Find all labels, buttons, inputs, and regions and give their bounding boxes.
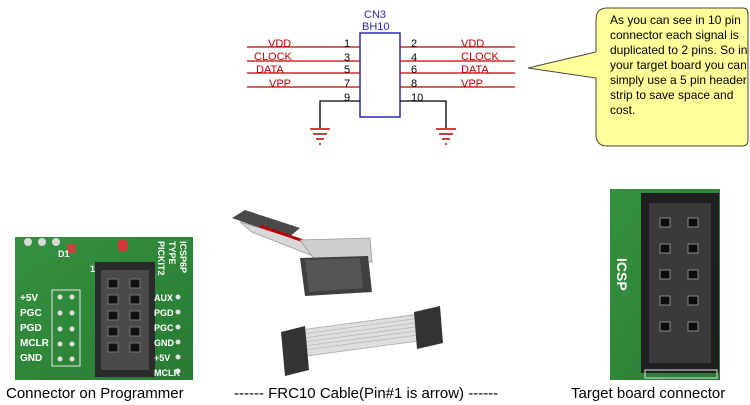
silk-right-gnd: GND xyxy=(154,338,174,348)
silk-d1: D1 xyxy=(58,249,70,259)
pin-number-6: 6 xyxy=(411,64,418,76)
silk-icsp: ICSP xyxy=(614,258,630,291)
target-board-photo xyxy=(610,189,720,380)
silk-pin1: 1 xyxy=(90,264,96,274)
pin-number-4: 4 xyxy=(411,52,418,64)
silk-left-pgc: PGC xyxy=(20,308,42,319)
signal-label-right-8: VPP xyxy=(461,78,484,90)
silk-left-pgd: PGD xyxy=(20,323,42,334)
silk-left-gnd: GND xyxy=(20,353,43,364)
pin-number-3: 3 xyxy=(344,52,351,64)
pin-number-8: 8 xyxy=(411,78,418,90)
connector-body xyxy=(359,32,401,118)
ground-symbol-right xyxy=(436,128,456,145)
pin-number-2: 2 xyxy=(411,38,418,50)
signal-label-left-7: VPP xyxy=(269,78,292,90)
frc10-cable-straight xyxy=(281,306,443,376)
silk-right-pgd: PGD xyxy=(154,308,174,318)
caption-cable: ------ FRC10 Cable(Pin#1 is arrow) -----… xyxy=(234,385,499,402)
ground-symbol-left xyxy=(310,128,330,145)
silk-icsp6p: ICSP6P xyxy=(178,241,188,274)
callout-text: As you can see in 10 pin connector each … xyxy=(610,13,748,117)
pin-number-7: 7 xyxy=(344,78,351,90)
silk-left-5v: +5V xyxy=(20,293,39,304)
left-wires xyxy=(247,46,360,88)
silk-right-labels: AUX PGD PGC GND +5V MCLR xyxy=(154,291,180,381)
programmer-photo xyxy=(15,237,193,380)
silk-right-pgc: PGC xyxy=(154,323,174,333)
callout-bubble xyxy=(527,7,749,147)
pin-number-5: 5 xyxy=(344,64,351,76)
led-icon xyxy=(67,244,76,253)
wire-pin-9 xyxy=(319,100,360,128)
silk-right-5v: +5V xyxy=(154,353,171,363)
connector-part: BH10 xyxy=(362,21,390,33)
caption-target: Target board connector xyxy=(571,385,726,402)
signal-label-right-2: VDD xyxy=(461,38,485,50)
connector-ref: CN3 xyxy=(364,9,387,21)
signal-label-left-1: VDD xyxy=(268,38,292,50)
signal-label-left-3: CLOCK xyxy=(254,51,292,63)
wire-pin-10 xyxy=(400,100,447,128)
led-icon xyxy=(118,240,128,252)
silk-left-mclr: MCLR xyxy=(20,338,49,349)
right-wires xyxy=(400,46,515,88)
pin-number-10: 10 xyxy=(411,92,424,104)
silk-right-mclr: MCLR xyxy=(154,368,180,378)
pin-number-1: 1 xyxy=(344,38,351,50)
signal-label-right-4: CLOCK xyxy=(461,51,499,63)
silk-pickit2: PICKIT2 xyxy=(156,241,166,276)
ground-wires xyxy=(319,100,447,128)
caption-programmer: Connector on Programmer xyxy=(6,385,184,402)
signal-label-right-6: DATA xyxy=(461,64,489,76)
silk-type: TYPE xyxy=(167,241,177,265)
silk-vertical-block: PICKIT2 TYPE ICSP6P xyxy=(156,241,196,291)
signal-label-left-5: DATA xyxy=(256,64,284,76)
pin-number-9: 9 xyxy=(344,92,351,104)
silk-right-aux: AUX xyxy=(154,293,174,303)
silk-left-labels: +5V PGC PGD MCLR GND xyxy=(20,291,49,366)
frc10-cable-angled xyxy=(232,210,373,296)
